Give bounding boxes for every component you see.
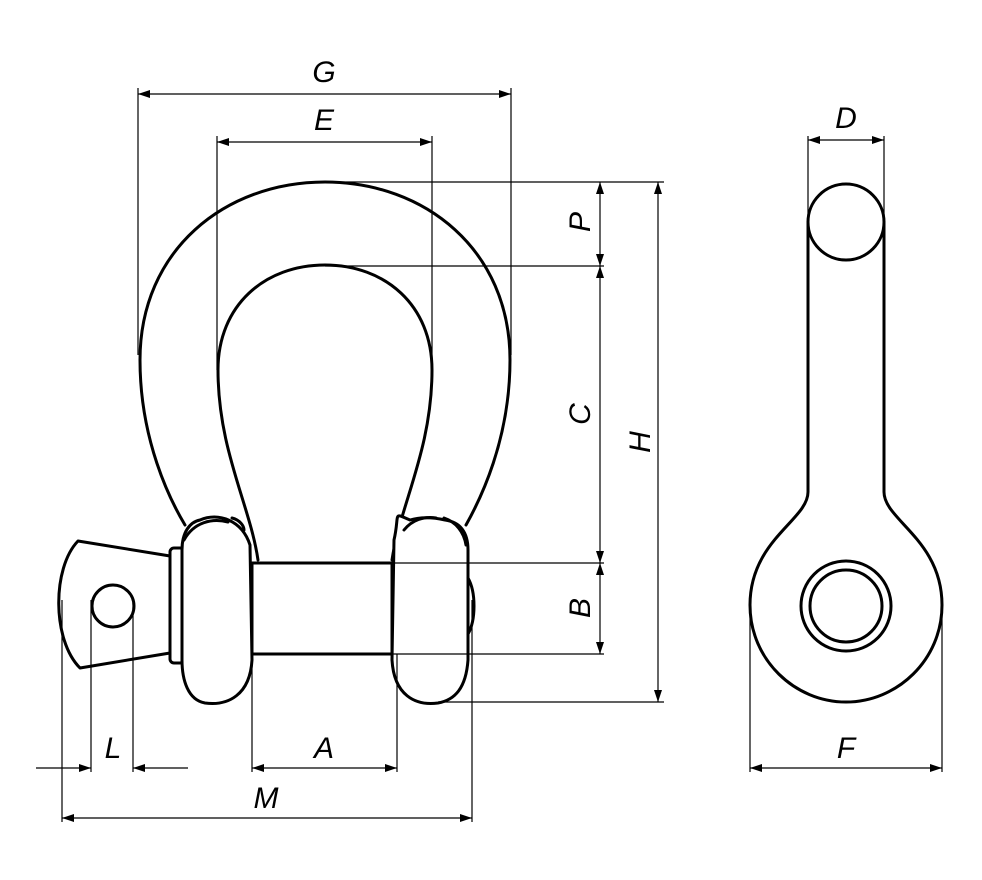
label-m: M	[254, 782, 279, 815]
side-bow-section	[806, 182, 886, 262]
dimension-labels: G E D P C H B L A M F	[105, 56, 857, 815]
bow-outer	[138, 180, 512, 527]
pin-body	[250, 561, 394, 656]
bow-inner	[216, 263, 434, 562]
label-h: H	[624, 431, 657, 453]
label-d: D	[835, 102, 857, 135]
label-f: F	[837, 732, 857, 765]
side-body	[748, 220, 944, 704]
label-b: B	[564, 598, 597, 618]
pin-hole	[90, 583, 136, 629]
label-c: C	[564, 403, 597, 425]
label-l: L	[105, 732, 122, 765]
side-eye-outer	[799, 559, 893, 653]
label-e: E	[314, 104, 335, 137]
label-p: P	[564, 212, 597, 232]
label-g: G	[312, 56, 335, 89]
side-eye-inner	[808, 568, 884, 644]
left-ear	[180, 515, 254, 705]
side-view	[748, 182, 944, 704]
label-a: A	[312, 732, 334, 765]
right-ear	[390, 514, 470, 705]
dimension-lines	[36, 88, 943, 822]
pin-end	[466, 576, 476, 636]
front-view	[57, 180, 512, 705]
